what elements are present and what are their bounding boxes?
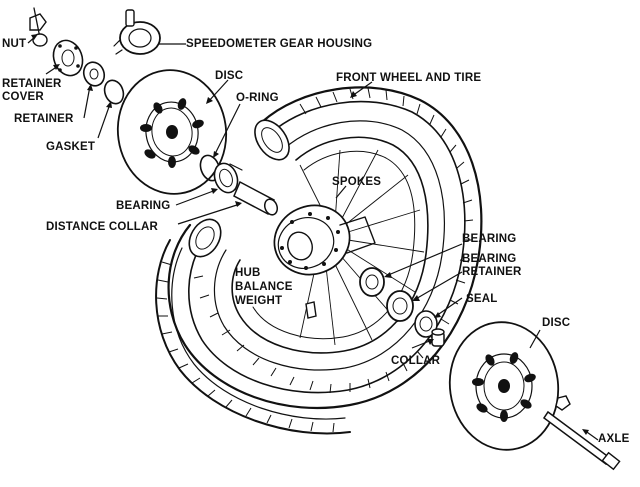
speedometer-gear-housing-part [113,9,161,55]
collar-part [431,328,445,347]
label-bearing-right: BEARING [462,233,517,245]
bearing-retainer-part [386,290,414,322]
hub [273,204,376,276]
label-hub-balance-weight-line2: BALANCE [235,281,293,293]
label-bearing-left: BEARING [116,200,171,212]
arrow-heads [31,34,589,435]
leader-lines [27,35,599,441]
label-disc-top: DISC [215,70,244,82]
label-retainer: RETAINER [14,113,74,125]
label-retainer-cover-line1: RETAINER [2,78,62,90]
bearing-right-part [359,267,385,297]
label-spokes: SPOKES [332,176,382,188]
label-front-wheel-and-tire: FRONT WHEEL AND TIRE [336,72,482,84]
distance-collar-part [233,180,279,216]
label-nut: NUT [2,38,27,50]
disc-top [116,69,228,195]
label-gasket: GASKET [46,141,96,153]
label-hub-balance-weight-line3: WEIGHT [235,295,283,307]
axle-part [542,410,621,471]
retainer-part [82,61,106,87]
label-speedometer-gear-housing: SPEEDOMETER GEAR HOUSING [186,38,373,50]
label-axle: AXLE [598,433,630,445]
label-retainer-cover-line2: COVER [2,91,44,103]
label-bearing-retainer-line1: BEARING [462,253,517,265]
retainer-cover-part [52,39,84,77]
axle-nut-part [555,395,571,411]
tire-lower-section [155,239,351,435]
hub-balance-weight-part [305,301,317,319]
label-disc-bottom: DISC [542,317,571,329]
label-seal: SEAL [466,293,498,305]
label-bearing-retainer-line2: RETAINER [462,266,522,278]
gasket-part [103,79,125,105]
bearing-left-part [213,162,249,197]
label-o-ring: O-RING [236,92,279,104]
seal-part [414,310,438,338]
label-hub-balance-weight-line1: HUB [235,267,261,279]
label-collar: COLLAR [391,355,441,367]
nut-part [29,7,48,47]
disc-bottom [448,321,560,451]
front-tire [167,86,483,409]
label-distance-collar: DISTANCE COLLAR [46,221,159,233]
